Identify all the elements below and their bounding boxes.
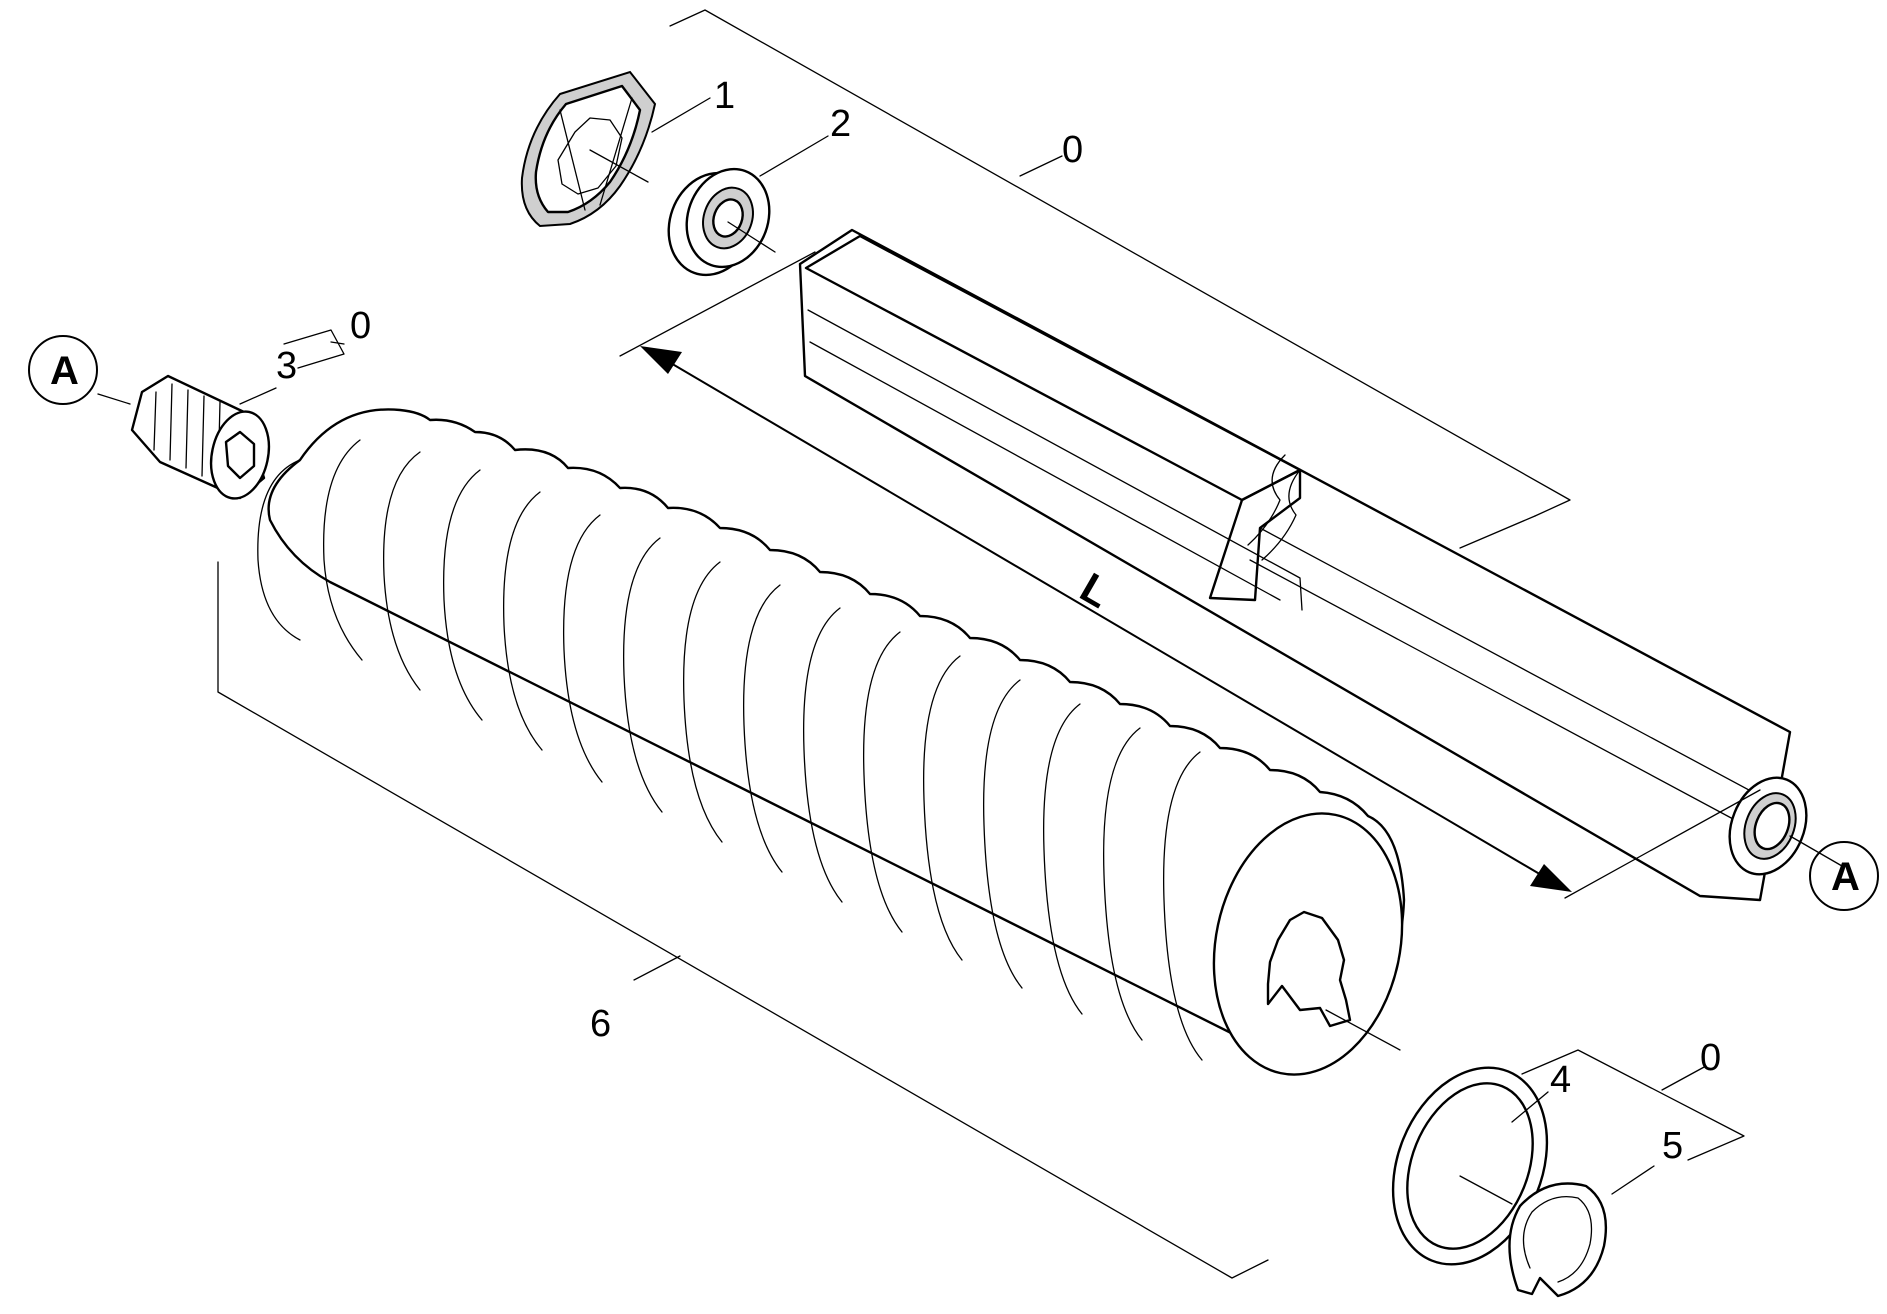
- part-3-pinion-hub: [97, 329, 345, 500]
- ref-a-right: [1809, 841, 1879, 911]
- part-3-label: 3: [276, 345, 297, 387]
- bracket-washer-assembly: [1521, 1049, 1745, 1161]
- part-5-circlip: [1508, 1165, 1655, 1298]
- part-6-roller: [217, 408, 1406, 1279]
- ref-a-right-text: A: [1831, 855, 1860, 899]
- bracket-shaft-assembly: [669, 9, 1571, 549]
- part-4-washer: [1391, 1066, 1549, 1266]
- part-6-label: 6: [590, 1003, 611, 1045]
- ref-a-left-text: A: [50, 349, 79, 393]
- shaft: [798, 228, 1843, 902]
- part-0-hub-label: 0: [350, 305, 371, 347]
- part-0-shaft-label: 0: [1062, 129, 1083, 171]
- ref-a-left: [28, 335, 98, 405]
- part-4-label: 4: [1550, 1059, 1571, 1101]
- part-2-label: 2: [830, 103, 851, 145]
- part-5-label: 5: [1662, 1125, 1683, 1167]
- part-1-label: 1: [714, 75, 735, 117]
- dimension-l-text: L: [1073, 563, 1119, 617]
- dimension-l: [619, 251, 1761, 899]
- part-2-bearing: [667, 135, 829, 277]
- part-0-washers-label: 0: [1700, 1037, 1721, 1079]
- part-1-retaining-ring: [520, 70, 711, 228]
